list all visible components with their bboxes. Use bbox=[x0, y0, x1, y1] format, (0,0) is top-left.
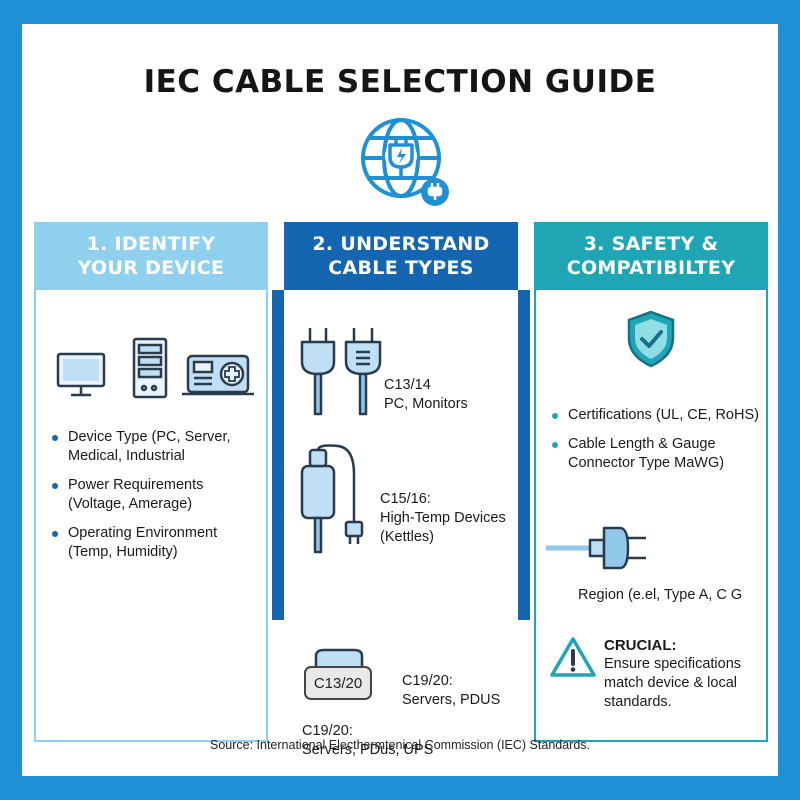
list-item: Power Requirements (Voltage, Amerage) bbox=[50, 476, 260, 514]
list-item: Operating Environment (Temp, Humidity) bbox=[50, 524, 260, 562]
globe-plug-icon bbox=[361, 118, 449, 206]
shield-check-icon bbox=[627, 310, 675, 368]
c15-plug-icon bbox=[300, 444, 364, 554]
column-heading: 2. UNDERSTAND CABLE TYPES bbox=[284, 222, 518, 290]
c13-plug-icon bbox=[344, 328, 382, 416]
cable-use: Servers, PDus, UPS bbox=[302, 742, 434, 758]
safety-checklist: Certifications (UL, CE, RoHS) Cable Leng… bbox=[550, 406, 760, 483]
cable-use: Servers, PDUS bbox=[402, 692, 501, 708]
c20-connector-icon bbox=[314, 648, 364, 670]
monitor-icon bbox=[56, 352, 106, 397]
c14-plug-icon bbox=[300, 328, 336, 416]
list-item: Cable Length & Gauge Connector Type MaWG… bbox=[550, 435, 760, 473]
column-cable-types: 2. UNDERSTAND CABLE TYPES C13/14 bbox=[272, 222, 530, 758]
list-item: Certifications (UL, CE, RoHS) bbox=[550, 406, 760, 425]
cable-name: C19/20: bbox=[402, 673, 453, 689]
cable-use: High-Temp Devices (Kettles) bbox=[380, 510, 506, 545]
source-note: Source: International Electhermtenical C… bbox=[209, 738, 591, 752]
cable-name: C13/14 bbox=[384, 377, 431, 393]
column-heading: 1. IDENTIFY YOUR DEVICE bbox=[34, 222, 268, 290]
column-heading: 3. SAFETY & COMPATIBILTEY bbox=[534, 222, 768, 290]
column-safety: 3. SAFETY & COMPATIBILTEY Certifications… bbox=[534, 222, 768, 742]
server-tower-icon bbox=[132, 337, 168, 399]
cable-name: C15/16: bbox=[380, 491, 431, 507]
cable-use: PC, Monitors bbox=[384, 396, 468, 412]
guide-card: IEC CABLE SELECTION GUIDE 1. IDENTIFY YO… bbox=[22, 24, 778, 776]
device-checklist: Device Type (PC, Server, Medical, Indust… bbox=[50, 428, 260, 572]
cable-name: C19/20: bbox=[302, 723, 353, 739]
page-title: IEC CABLE SELECTION GUIDE bbox=[143, 64, 657, 100]
crucial-title: CRUCIAL: bbox=[604, 637, 677, 654]
crucial-text: Ensure specifications match device & loc… bbox=[604, 656, 742, 710]
warning-icon bbox=[550, 637, 596, 677]
medical-device-icon bbox=[182, 354, 254, 396]
region-plug-icon bbox=[546, 526, 646, 570]
column-identify-device: 1. IDENTIFY YOUR DEVICE bbox=[34, 222, 268, 742]
list-item: Device Type (PC, Server, Medical, Indust… bbox=[50, 428, 260, 466]
connector-label: C13/20 bbox=[304, 666, 372, 700]
region-text: Region (e.el, Type A, C G bbox=[578, 587, 743, 603]
